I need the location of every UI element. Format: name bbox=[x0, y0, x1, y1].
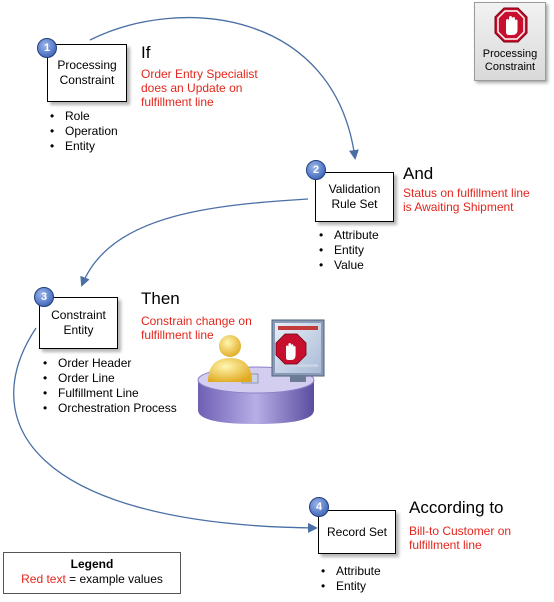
step1-bullet-list: Role Operation Entity bbox=[49, 109, 118, 154]
constraint-entity-box: Constraint Entity bbox=[39, 297, 118, 349]
step2-example: Status on fulfillment line is Awaiting S… bbox=[403, 186, 530, 214]
step1-box-line-1: Processing bbox=[57, 58, 117, 72]
list-item: Entity bbox=[318, 243, 379, 258]
step1-box-line-2: Constraint bbox=[59, 73, 115, 87]
list-item: Attribute bbox=[318, 228, 379, 243]
record-set-box: Record Set bbox=[318, 510, 396, 554]
legend-title: Legend bbox=[70, 557, 114, 571]
list-item: Entity bbox=[49, 139, 118, 154]
step-3-badge: 3 bbox=[34, 287, 54, 307]
step3-bullet-list: Order Header Order Line Fulfillment Line… bbox=[42, 356, 177, 416]
legend-red-text: Red text bbox=[21, 572, 66, 586]
step3-box-line-2: Entity bbox=[63, 323, 94, 337]
arrow-2-to-3 bbox=[80, 198, 309, 287]
step4-box-line-1: Record Set bbox=[326, 524, 388, 539]
step2-example-line-1: Status on fulfillment line bbox=[403, 186, 530, 200]
step2-bullet-list: Attribute Entity Value bbox=[318, 228, 379, 273]
step4-example-line-2: fulfillment line bbox=[409, 538, 482, 552]
list-item: Order Header bbox=[42, 356, 177, 371]
list-item: Role bbox=[49, 109, 118, 124]
step3-example-line-1: Constrain change on bbox=[141, 314, 252, 328]
legend-text: Red text = example values bbox=[4, 572, 180, 587]
step3-example-line-2: fulfillment line bbox=[141, 328, 214, 342]
processing-constraint-icon-tile: Processing Constraint bbox=[474, 2, 546, 81]
list-item: Order Line bbox=[42, 371, 177, 386]
step-4-badge: 4 bbox=[309, 497, 329, 517]
step2-example-line-2: is Awaiting Shipment bbox=[403, 200, 514, 214]
step1-example: Order Entry Specialist does an Update on… bbox=[141, 67, 258, 109]
legend: Legend Red text = example values bbox=[3, 552, 181, 594]
step2-box-line-2: Rule Set bbox=[331, 197, 378, 211]
according-to-heading: According to bbox=[409, 498, 504, 517]
list-item: Orchestration Process bbox=[42, 401, 177, 416]
step2-box-line-1: Validation bbox=[328, 182, 381, 196]
step-2-badge: 2 bbox=[306, 160, 326, 180]
step-1-badge: 1 bbox=[37, 38, 57, 58]
list-item: Fulfillment Line bbox=[42, 386, 177, 401]
icon-tile-caption: Processing Constraint bbox=[475, 48, 545, 74]
list-item: Entity bbox=[320, 579, 381, 594]
legend-description: = example values bbox=[65, 572, 163, 586]
processing-constraint-box: Processing Constraint bbox=[47, 44, 127, 102]
arrow-3-to-4 bbox=[13, 327, 318, 533]
step3-example: Constrain change on fulfillment line bbox=[141, 314, 252, 342]
step4-example-line-1: Bill-to Customer on bbox=[409, 524, 512, 538]
stop-hand-icon bbox=[494, 7, 528, 43]
icon-caption-line-1: Processing bbox=[482, 48, 538, 60]
and-heading: And bbox=[403, 164, 434, 183]
step1-example-line-3: fulfillment line bbox=[141, 95, 214, 109]
if-heading: If bbox=[141, 43, 151, 62]
step3-box-line-1: Constraint bbox=[51, 308, 106, 322]
list-item: Value bbox=[318, 258, 379, 273]
then-heading: Then bbox=[141, 289, 180, 308]
step4-example: Bill-to Customer on fulfillment line bbox=[409, 524, 511, 552]
list-item: Operation bbox=[49, 124, 118, 139]
arrow-1-to-2 bbox=[89, 17, 359, 160]
user-at-stop-screen-icon bbox=[197, 319, 325, 424]
step1-example-line-2: does an Update on bbox=[141, 81, 243, 95]
list-item: Attribute bbox=[320, 564, 381, 579]
icon-caption-line-2: Constraint bbox=[484, 61, 536, 73]
validation-rule-set-box: Validation Rule Set bbox=[315, 172, 394, 222]
step1-example-line-1: Order Entry Specialist bbox=[141, 67, 258, 81]
step4-bullet-list: Attribute Entity bbox=[320, 564, 381, 594]
